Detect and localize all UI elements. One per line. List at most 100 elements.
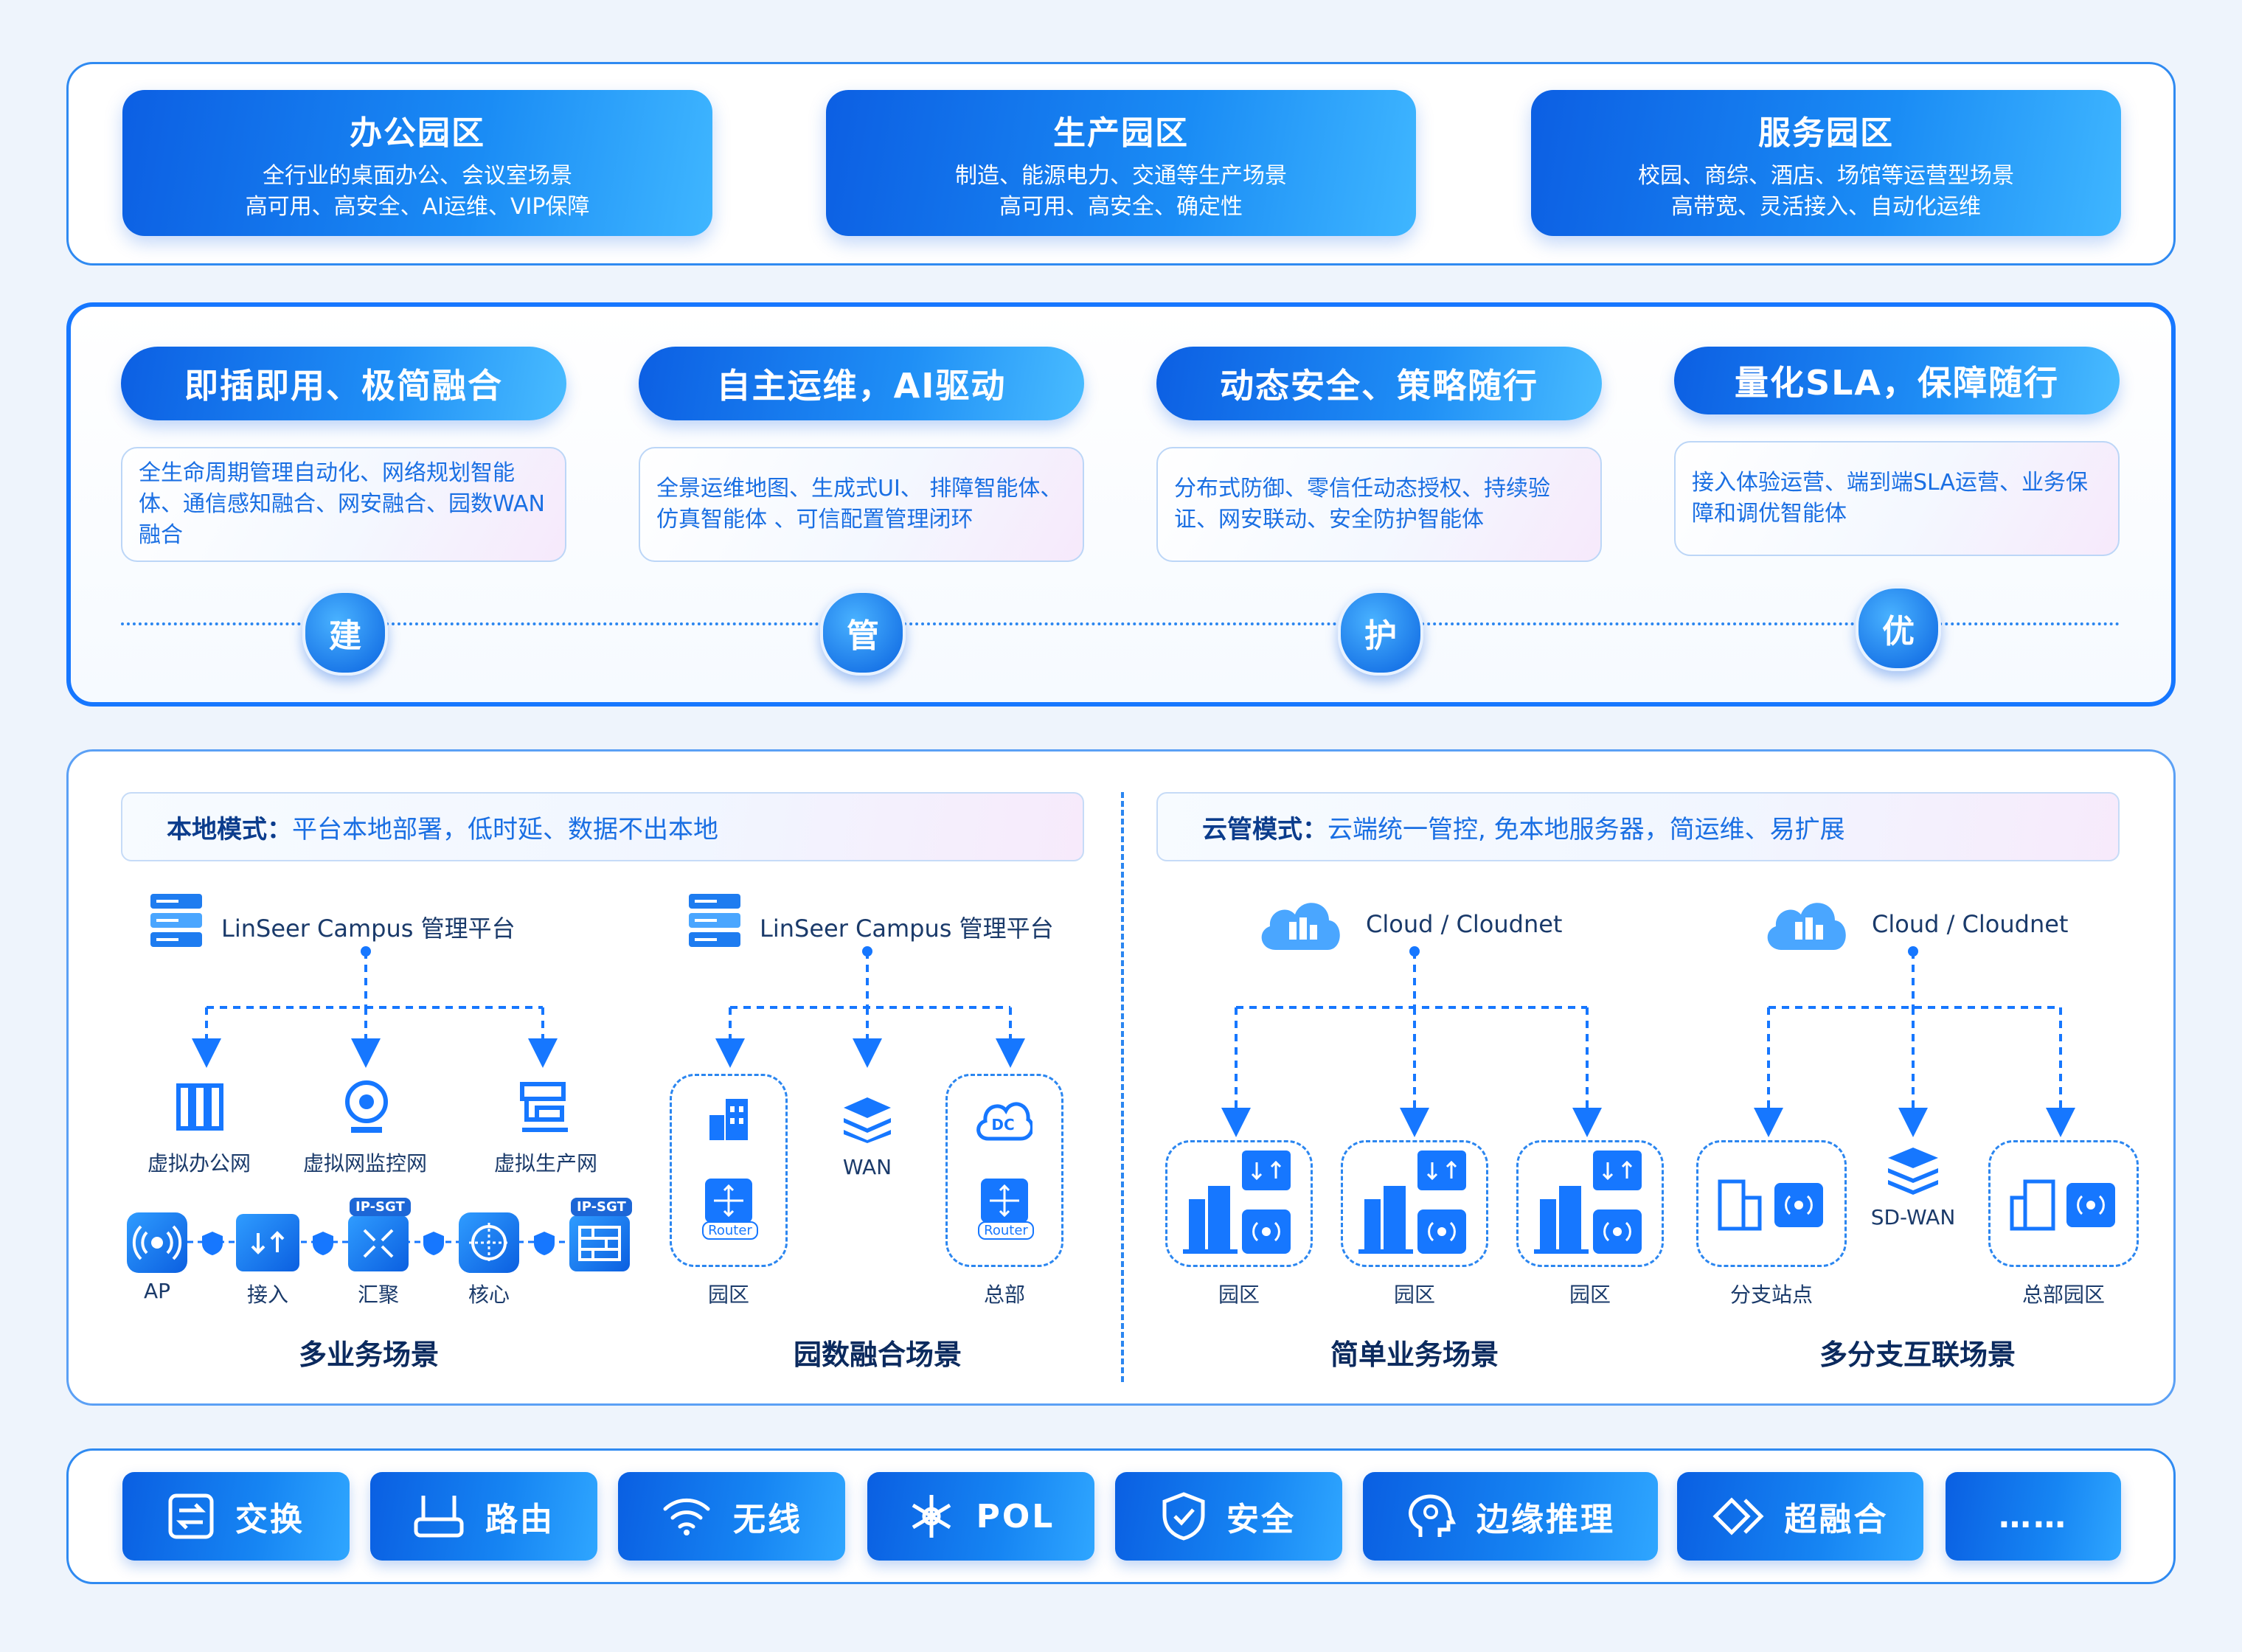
net-label: 虚拟生产网 <box>493 1151 597 1176</box>
cloud-icon <box>1767 903 1846 950</box>
product-more[interactable]: …… <box>1946 1472 2121 1561</box>
router-product-icon <box>414 1496 464 1538</box>
product-router[interactable]: 路由 <box>370 1472 597 1561</box>
lifecycle-line <box>121 622 2121 625</box>
datacenter-cloud-icon: DC <box>976 1102 1032 1141</box>
server-icon <box>150 894 202 947</box>
snowflake-icon <box>912 1495 951 1538</box>
pillar-desc: 分布式防御、零信任动态授权、持续验证、网安联动、安全防护智能体 <box>1156 447 1602 562</box>
mode-divider <box>1121 792 1124 1382</box>
node-label: 园区 <box>1218 1283 1260 1307</box>
link-diamond-icon <box>1712 1497 1764 1535</box>
badge-protect: 护 <box>1338 590 1423 676</box>
zone-production: 生产园区 制造、能源电力、交通等生产场景 高可用、高安全、确定性 <box>826 90 1416 236</box>
product-label: …… <box>1999 1497 2068 1535</box>
product-label: 超融合 <box>1784 1501 1889 1538</box>
pillar-title: 量化SLA，保障随行 <box>1674 347 2120 414</box>
zone-office: 办公园区 全行业的桌面办公、会议室场景 高可用、高安全、AI运维、VIP保障 <box>122 90 712 236</box>
product-label: 安全 <box>1226 1501 1296 1538</box>
node-label: 总部 <box>983 1283 1025 1307</box>
zone-title: 服务园区 <box>1758 114 1894 152</box>
device-label: AP <box>143 1279 171 1303</box>
ip-sgt-tag: IP-SGT <box>571 1198 632 1216</box>
wan-layers-icon <box>844 1097 891 1143</box>
local-mode-header: 本地模式： 平台本地部署，低时延、数据不出本地 <box>121 792 1084 861</box>
zone-line: 校园、商综、酒店、场馆等运营型场景 <box>1638 163 2014 189</box>
ip-sgt-tag: IP-SGT <box>350 1198 411 1216</box>
platform-name: LinSeer Campus 管理平台 <box>760 914 1054 943</box>
pillar-title: 自主运维，AI驱动 <box>639 347 1084 420</box>
building-icon <box>709 1099 748 1140</box>
hq-devices-icon <box>2010 1179 2115 1231</box>
product-security[interactable]: 安全 <box>1115 1472 1342 1561</box>
node-label: 园区 <box>707 1283 749 1307</box>
ai-head-icon <box>1409 1494 1456 1537</box>
machine-icon <box>520 1082 568 1132</box>
badge-optimize: 优 <box>1856 586 1941 671</box>
cloud-name: Cloud / Cloudnet <box>1872 910 2069 938</box>
scene-title: 多业务场景 <box>298 1339 439 1371</box>
product-label: 路由 <box>485 1501 555 1538</box>
net-label: 虚拟网监控网 <box>302 1151 427 1176</box>
node-label: 园区 <box>1393 1283 1435 1307</box>
sdwan-label: SD-WAN <box>1870 1205 1956 1229</box>
access-switch-icon <box>236 1214 299 1271</box>
badge-manage: 管 <box>820 590 906 676</box>
wifi-icon <box>663 1498 710 1535</box>
scene-title: 园数融合场景 <box>793 1339 962 1371</box>
product-label: POL <box>976 1497 1055 1535</box>
shield-icon <box>534 1232 555 1255</box>
pillar-title: 动态安全、策略随行 <box>1156 347 1602 420</box>
ap-icon <box>127 1212 187 1273</box>
node-label: 园区 <box>1569 1283 1611 1307</box>
scene-title: 简单业务场景 <box>1330 1339 1499 1371</box>
pillar-title: 即插即用、极简融合 <box>121 347 566 420</box>
zone-line: 制造、能源电力、交通等生产场景 <box>955 163 1287 189</box>
pillar-desc: 全生命周期管理自动化、网络规划智能体、通信感知融合、网安融合、园数WAN融合 <box>121 447 566 562</box>
pillar-desc: 接入体验运营、端到端SLA运营、业务保障和调优智能体 <box>1674 441 2120 556</box>
product-label: 无线 <box>733 1501 802 1538</box>
park-devices-icon <box>1183 1150 1291 1254</box>
router-icon <box>705 1179 752 1223</box>
mode-desc: 平台本地部署，低时延、数据不出本地 <box>292 814 718 844</box>
zone-line: 高带宽、灵活接入、自动化运维 <box>1671 194 1981 220</box>
device-label: 核心 <box>468 1283 510 1307</box>
branch-devices-icon <box>1718 1179 1823 1231</box>
product-pol[interactable]: POL <box>867 1472 1094 1561</box>
park-devices-icon <box>1358 1150 1466 1254</box>
product-wireless[interactable]: 无线 <box>618 1472 845 1561</box>
pillar-desc: 全景运维地图、生成式UI、 排障智能体、仿真智能体 、可信配置管理闭环 <box>639 447 1084 562</box>
zone-line: 高可用、高安全、AI运维、VIP保障 <box>245 194 590 220</box>
router-label: Router <box>978 1221 1034 1240</box>
server-icon <box>689 894 740 947</box>
node-label: 分支站点 <box>1729 1283 1813 1307</box>
mode-label: 云管模式： <box>1202 814 1328 844</box>
zone-line: 全行业的桌面办公、会议室场景 <box>263 163 572 189</box>
shield-check-icon <box>1162 1492 1205 1541</box>
router-label: Router <box>702 1221 758 1240</box>
product-hyperconverged[interactable]: 超融合 <box>1677 1472 1923 1561</box>
office-building-icon <box>176 1083 223 1131</box>
switch-icon <box>168 1493 214 1539</box>
mode-desc: 云端统一管控, 免本地服务器，简运维、易扩展 <box>1328 814 1845 844</box>
aggregation-switch-icon <box>348 1215 409 1271</box>
shield-icon <box>423 1232 444 1255</box>
product-label: 边缘推理 <box>1476 1501 1615 1538</box>
badge-build: 建 <box>302 590 388 676</box>
device-label: 汇聚 <box>357 1283 399 1307</box>
product-label: 交换 <box>235 1501 305 1538</box>
cloud-mode-header: 云管模式： 云端统一管控, 免本地服务器，简运维、易扩展 <box>1156 792 2120 861</box>
zone-title: 生产园区 <box>1053 114 1189 152</box>
platform-name: LinSeer Campus 管理平台 <box>221 914 516 943</box>
node-label: 总部园区 <box>2021 1283 2105 1307</box>
cloud-icon <box>1261 903 1340 950</box>
wan-label: WAN <box>842 1155 892 1179</box>
product-edge-inference[interactable]: 边缘推理 <box>1363 1472 1658 1561</box>
router-icon <box>981 1179 1028 1223</box>
camera-icon <box>345 1080 388 1133</box>
shield-icon <box>202 1232 223 1255</box>
park-devices-icon <box>1534 1150 1642 1254</box>
product-switch[interactable]: 交换 <box>122 1472 350 1561</box>
scene-title: 多分支互联场景 <box>1819 1339 2016 1371</box>
